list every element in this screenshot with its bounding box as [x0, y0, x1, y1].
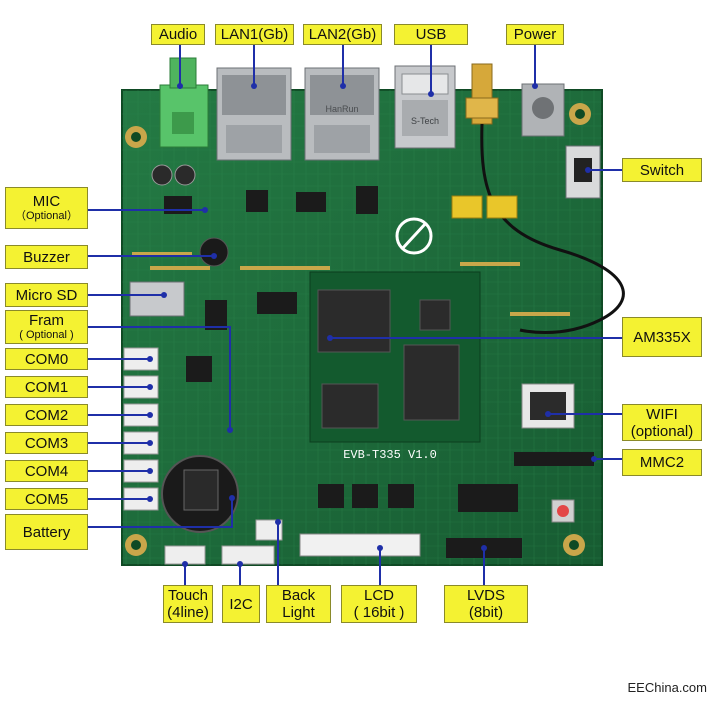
- label-mmc2-text: MMC2: [639, 454, 685, 471]
- label-mic-line1: MIC: [32, 193, 61, 210]
- label-touch: Touch (4line): [163, 585, 213, 623]
- watermark: EEChina.com: [627, 680, 707, 695]
- label-usb: USB: [394, 24, 468, 45]
- label-micro-sd: Micro SD: [5, 283, 88, 307]
- label-wifi-line2: (optional): [630, 422, 694, 440]
- label-switch-text: Switch: [639, 161, 685, 179]
- label-wifi-line1: WIFI: [646, 405, 678, 423]
- i2c-connector: [221, 545, 275, 565]
- label-mmc2: MMC2: [622, 449, 702, 476]
- electrolytic-caps: [151, 164, 196, 186]
- label-audio-text: Audio: [158, 26, 198, 43]
- label-touch-line1: Touch: [167, 587, 209, 604]
- label-fram-line1: Fram: [29, 312, 64, 329]
- label-buzzer: Buzzer: [5, 245, 88, 269]
- label-lan2: LAN2(Gb): [303, 24, 382, 45]
- mounting-holes: [125, 103, 591, 556]
- label-audio: Audio: [151, 24, 205, 45]
- wifi-module: [521, 383, 575, 429]
- micro-sd-slot: [129, 281, 185, 317]
- label-usb-text: USB: [415, 26, 447, 43]
- label-backlight: Back Light: [266, 585, 331, 623]
- lcd-connector: [299, 533, 421, 557]
- cpu-module: [309, 271, 481, 443]
- buzzer-component: [199, 237, 229, 267]
- switch-component: [565, 145, 601, 199]
- label-power-text: Power: [513, 26, 557, 43]
- label-com1: COM1: [5, 376, 88, 398]
- label-com0: COM0: [5, 348, 88, 370]
- label-am335x-text: AM335X: [633, 328, 691, 346]
- label-com3: COM3: [5, 432, 88, 454]
- label-am335x: AM335X: [622, 317, 702, 357]
- label-lcd-line1: LCD: [363, 587, 394, 604]
- label-lvds: LVDS (8bit): [444, 585, 528, 623]
- pointer-lines: [88, 45, 622, 585]
- label-power: Power: [506, 24, 564, 45]
- label-touch-line2: (4line): [167, 604, 209, 621]
- svg-text:S-Tech: S-Tech: [411, 116, 439, 126]
- label-com4-text: COM4: [24, 462, 69, 480]
- label-com3-text: COM3: [24, 434, 69, 452]
- battery-holder: [161, 455, 239, 533]
- usb-port: S-Tech: [394, 65, 456, 149]
- label-fram: Fram ( Optional ): [5, 310, 88, 344]
- label-com0-text: COM0: [24, 350, 69, 368]
- label-lcd-line2: ( 16bit ): [353, 604, 405, 621]
- label-com2: COM2: [5, 404, 88, 426]
- label-switch: Switch: [622, 158, 702, 182]
- mmc2-header: [514, 452, 594, 466]
- label-com2-text: COM2: [24, 406, 69, 424]
- silkscreen-model: EVB-T335 V1.0: [343, 448, 437, 462]
- power-jack: [521, 83, 565, 137]
- label-com5-text: COM5: [24, 490, 69, 508]
- label-lan1: LAN1(Gb): [215, 24, 294, 45]
- label-lvds-line2: (8bit): [468, 604, 504, 621]
- label-micro-sd-text: Micro SD: [15, 286, 78, 304]
- label-backlight-line1: Back: [281, 587, 316, 604]
- label-com1-text: COM1: [24, 378, 69, 396]
- label-com5: COM5: [5, 488, 88, 510]
- label-battery: Battery: [5, 514, 88, 550]
- svg-text:HanRun: HanRun: [325, 104, 358, 114]
- label-lcd: LCD ( 16bit ): [341, 585, 417, 623]
- label-i2c-text: I2C: [229, 595, 253, 613]
- label-com4: COM4: [5, 460, 88, 482]
- backlight-connector: [255, 519, 283, 541]
- label-wifi: WIFI (optional): [622, 404, 702, 441]
- label-battery-text: Battery: [22, 523, 71, 541]
- label-lan1-text: LAN1(Gb): [220, 26, 289, 43]
- label-backlight-line2: Light: [282, 604, 315, 621]
- label-buzzer-text: Buzzer: [23, 248, 70, 266]
- label-fram-line2: ( Optional ): [19, 329, 74, 341]
- label-lan2-text: LAN2(Gb): [308, 26, 377, 43]
- label-mic: MIC （Optional）: [5, 187, 88, 229]
- pb-free-logo: [395, 217, 433, 255]
- audio-jack: [159, 57, 209, 148]
- label-mic-line2: （Optional）: [15, 210, 78, 222]
- label-lvds-line1: LVDS: [466, 587, 506, 604]
- label-i2c: I2C: [222, 585, 260, 623]
